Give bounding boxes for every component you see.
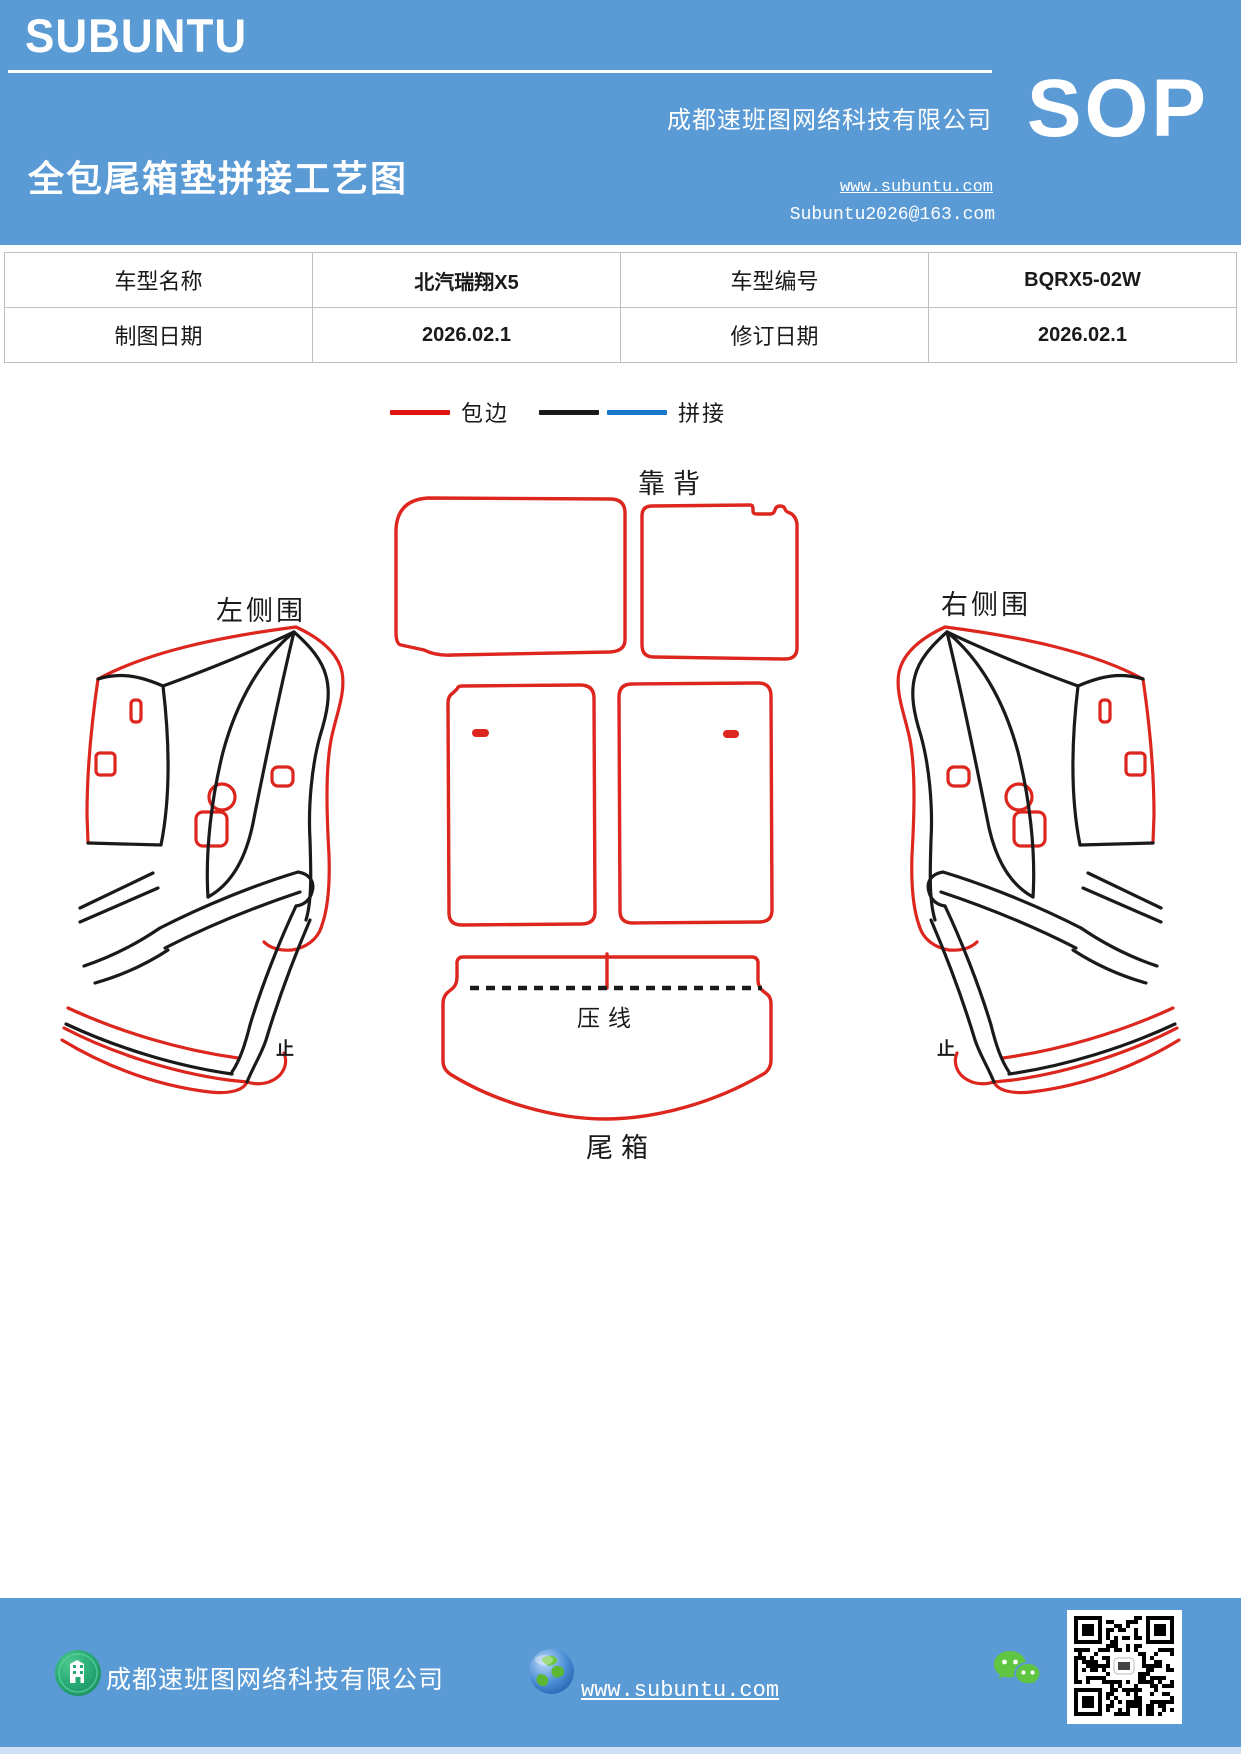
cell-revise-date-label: 修订日期 [620, 307, 929, 363]
legend-label-edge: 包边 [461, 401, 510, 426]
cell-model-code-value: BQRX5-02W [928, 252, 1237, 308]
vehicle-info-table: 车型名称 北汽瑞翔X5 车型编号 BQRX5-02W 制图日期 2026.02.… [4, 252, 1237, 363]
company-building-icon [55, 1650, 101, 1696]
right-side-piece [896, 625, 1181, 1095]
splice-blue-swatch [607, 409, 668, 415]
label-press-line: 压线 [577, 1005, 639, 1031]
qr-code [1067, 1610, 1182, 1724]
edge-binding-swatch [390, 409, 450, 415]
splice-black-swatch [539, 409, 600, 415]
legend: 包边 拼接 [390, 396, 726, 428]
trunk-piece [441, 955, 773, 1121]
header: SUBUNTU 成都速班图网络科技有限公司 全包尾箱垫拼接工艺图 www.sub… [0, 0, 1241, 245]
cell-model-name-value: 北汽瑞翔X5 [312, 252, 621, 308]
legend-label-splice: 拼接 [678, 401, 727, 426]
footer-bottom-strip [0, 1747, 1241, 1754]
footer-company-name: 成都速班图网络科技有限公司 [106, 1666, 445, 1694]
backrest-left-piece [394, 496, 627, 657]
cell-model-code-label: 车型编号 [620, 252, 929, 308]
left-side-piece [60, 625, 345, 1095]
sop-label: SOP [1026, 63, 1209, 154]
seat-left-piece [446, 683, 597, 927]
table-row: 车型名称 北汽瑞翔X5 车型编号 BQRX5-02W [4, 252, 1237, 308]
footer-website-link[interactable]: www.subuntu.com [581, 1678, 780, 1703]
seat-right-piece [617, 681, 774, 925]
header-divider [8, 70, 992, 73]
label-stop-right: 止 [937, 1039, 955, 1059]
label-left-side: 左侧围 [216, 596, 306, 626]
header-email[interactable]: Subuntu2026@163.com [789, 205, 995, 225]
cell-draw-date-value: 2026.02.1 [312, 307, 621, 363]
label-stop-left: 止 [276, 1039, 294, 1059]
cell-draw-date-label: 制图日期 [4, 307, 313, 363]
header-company-name: 成都速班图网络科技有限公司 [667, 107, 992, 134]
page-title: 全包尾箱垫拼接工艺图 [28, 158, 409, 199]
label-trunk: 尾箱 [586, 1133, 656, 1163]
footer [0, 1598, 1241, 1754]
wechat-icon [994, 1651, 1042, 1688]
backrest-right-piece [640, 503, 799, 661]
table-row: 制图日期 2026.02.1 修订日期 2026.02.1 [4, 307, 1237, 363]
label-backrest: 靠背 [638, 469, 708, 499]
cell-revise-date-value: 2026.02.1 [928, 307, 1237, 363]
logo-subuntu: SUBUNTU [25, 10, 248, 63]
globe-icon [529, 1649, 574, 1694]
header-website-link[interactable]: www.subuntu.com [839, 178, 993, 197]
label-right-side: 右侧围 [941, 590, 1031, 620]
cell-model-name-label: 车型名称 [4, 252, 313, 308]
